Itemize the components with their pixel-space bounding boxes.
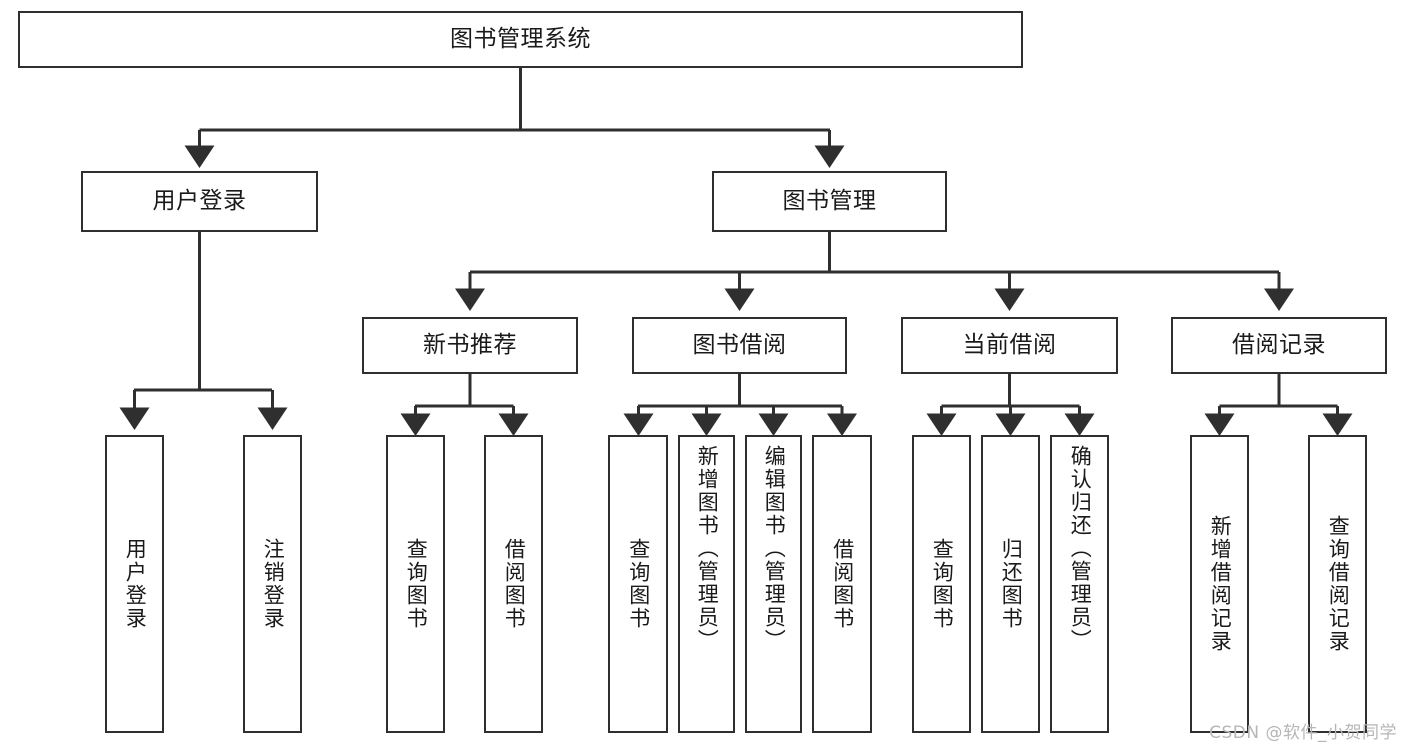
leaf-borrow-book[interactable]: 借阅图书 bbox=[812, 435, 872, 733]
leaf-query-book-current-label: 查询图书 bbox=[930, 538, 955, 630]
node-new-book-recommend-label: 新书推荐 bbox=[423, 332, 517, 359]
node-book-borrow[interactable]: 图书借阅 bbox=[632, 317, 847, 374]
leaf-query-borrow-record-label: 查询借阅记录 bbox=[1326, 515, 1351, 653]
leaf-add-book-admin-label: 新增图书（管理员） bbox=[695, 445, 720, 652]
leaf-query-book-current[interactable]: 查询图书 bbox=[912, 435, 971, 733]
leaf-query-book-borrow[interactable]: 查询图书 bbox=[608, 435, 668, 733]
node-current-borrow[interactable]: 当前借阅 bbox=[901, 317, 1118, 374]
node-borrow-record[interactable]: 借阅记录 bbox=[1171, 317, 1387, 374]
node-book-management-label: 图书管理 bbox=[782, 188, 877, 215]
node-root[interactable]: 图书管理系统 bbox=[18, 11, 1023, 68]
leaf-add-book-admin[interactable]: 新增图书（管理员） bbox=[678, 435, 735, 733]
leaf-query-book-recommend-label: 查询图书 bbox=[404, 538, 429, 630]
node-user-login-label: 用户登录 bbox=[152, 188, 247, 215]
node-current-borrow-label: 当前借阅 bbox=[962, 332, 1057, 359]
node-new-book-recommend[interactable]: 新书推荐 bbox=[362, 317, 578, 374]
node-user-login[interactable]: 用户登录 bbox=[81, 171, 318, 232]
node-root-label: 图书管理系统 bbox=[450, 26, 591, 53]
leaf-edit-book-admin[interactable]: 编辑图书（管理员） bbox=[745, 435, 802, 733]
leaf-edit-book-admin-label: 编辑图书（管理员） bbox=[762, 445, 787, 652]
leaf-query-book-recommend[interactable]: 查询图书 bbox=[386, 435, 445, 733]
leaf-confirm-return-admin[interactable]: 确认归还（管理员） bbox=[1050, 435, 1109, 733]
node-borrow-record-label: 借阅记录 bbox=[1232, 332, 1326, 359]
csdn-watermark: CSDN @软件_小贺同学 bbox=[1209, 723, 1397, 743]
leaf-borrow-book-recommend[interactable]: 借阅图书 bbox=[484, 435, 543, 733]
leaf-user-login-label: 用户登录 bbox=[123, 538, 148, 630]
leaf-logout[interactable]: 注销登录 bbox=[243, 435, 302, 733]
node-book-management[interactable]: 图书管理 bbox=[712, 171, 947, 232]
leaf-add-borrow-record-label: 新增借阅记录 bbox=[1208, 515, 1233, 653]
node-book-borrow-label: 图书借阅 bbox=[692, 332, 787, 359]
leaf-user-login[interactable]: 用户登录 bbox=[105, 435, 164, 733]
leaf-return-book[interactable]: 归还图书 bbox=[981, 435, 1040, 733]
leaf-add-borrow-record[interactable]: 新增借阅记录 bbox=[1190, 435, 1249, 733]
leaf-borrow-book-label: 借阅图书 bbox=[830, 538, 855, 630]
leaf-borrow-book-recommend-label: 借阅图书 bbox=[502, 538, 527, 630]
leaf-query-borrow-record[interactable]: 查询借阅记录 bbox=[1308, 435, 1367, 733]
leaf-return-book-label: 归还图书 bbox=[999, 538, 1024, 630]
leaf-logout-label: 注销登录 bbox=[261, 538, 286, 630]
leaf-query-book-borrow-label: 查询图书 bbox=[626, 538, 651, 630]
leaf-confirm-return-admin-label: 确认归还（管理员） bbox=[1068, 445, 1093, 652]
